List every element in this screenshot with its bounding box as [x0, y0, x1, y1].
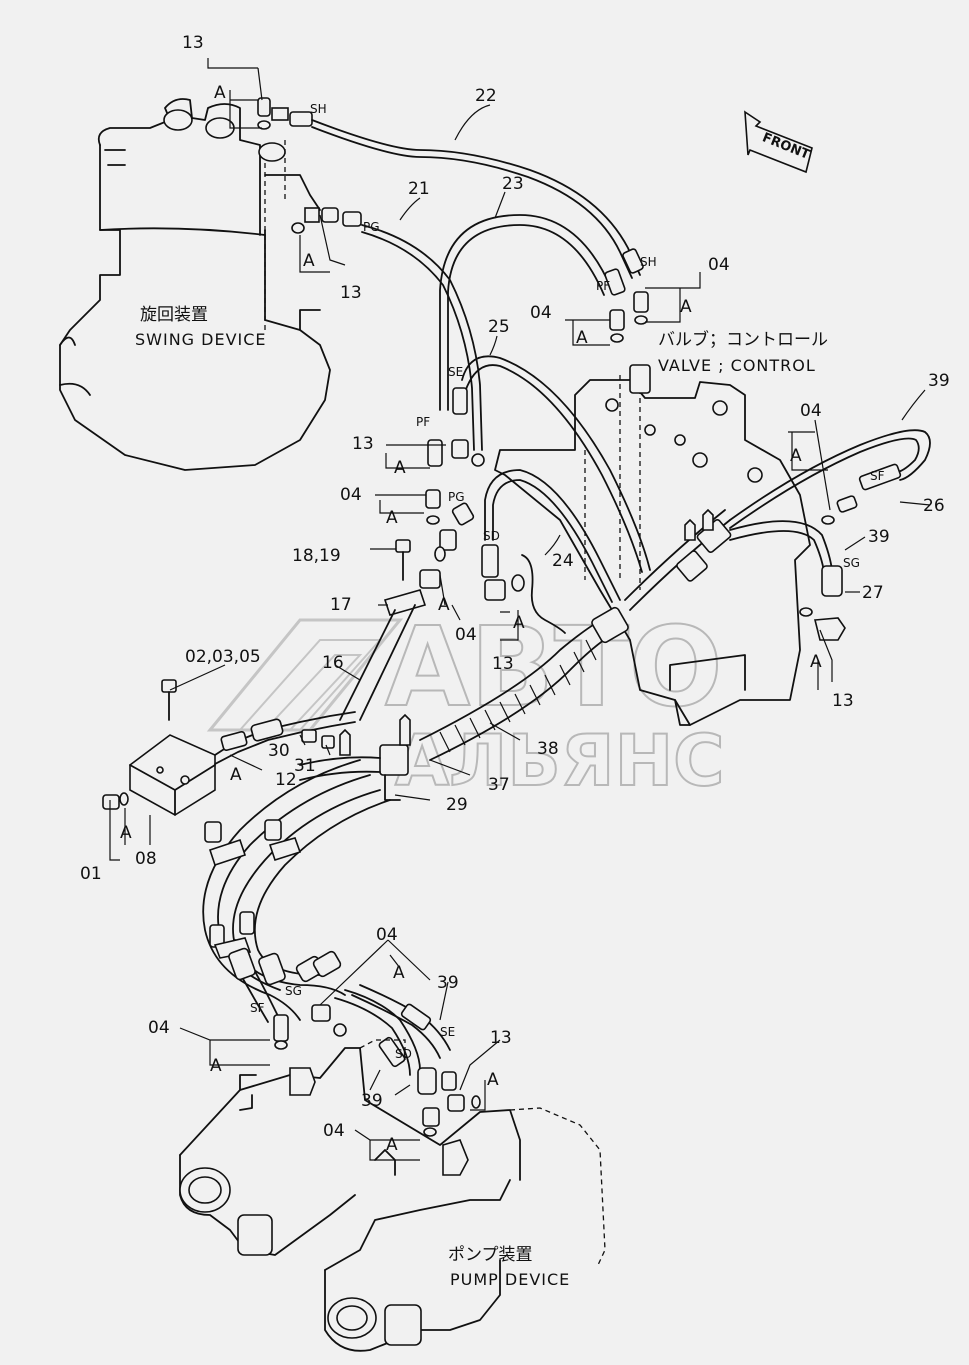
callout-24: 24 [552, 551, 574, 571]
pump-device: ポンプ装置 PUMP DEVICE [179, 1039, 606, 1352]
block-08 [102, 711, 356, 816]
port-pf-valve: PF [596, 279, 610, 293]
callout-08: 08 [135, 849, 157, 869]
watermark-line1: АВТО [385, 603, 723, 731]
callout-13-b: 13 [340, 283, 362, 303]
port-sg-right: SG [843, 556, 860, 570]
clamps-and-corrugated-hose [299, 508, 732, 801]
port-sd-lower: SD [395, 1047, 412, 1061]
leader-lines [109, 58, 931, 1161]
bracket-17 [161, 539, 441, 721]
control-valve: バルブ；コントロール VALVE ; CONTROL [494, 329, 828, 726]
callout-02-03-05: 02,03,05 [185, 647, 261, 667]
callout-39-d: 39 [361, 1091, 383, 1111]
mid-fittings: SE PF PG SD [416, 365, 566, 634]
callout-04-a: 04 [708, 255, 730, 275]
port-pf-mid: PF [416, 415, 430, 429]
pump-device-jp-label: ポンプ装置 [448, 1245, 533, 1265]
callout-01: 01 [80, 864, 102, 884]
callout-a-16: A [386, 1135, 398, 1155]
callout-labels: 13 A 22 21 23 A 13 04 A 04 A 25 39 04 A … [80, 33, 950, 1155]
callout-a-4: A [576, 328, 588, 348]
callout-23: 23 [502, 174, 524, 194]
callout-04-d: 04 [340, 485, 362, 505]
pump-fittings [273, 1004, 481, 1137]
callout-38: 38 [537, 739, 559, 759]
port-sh-swing: SH [310, 102, 327, 116]
callout-04-e: 04 [455, 625, 477, 645]
callout-04-h: 04 [323, 1121, 345, 1141]
callout-21: 21 [408, 179, 430, 199]
callout-25: 25 [488, 317, 510, 337]
valve-fittings: SH PF [596, 248, 657, 343]
callout-a-14: A [210, 1056, 222, 1076]
callout-30: 30 [268, 741, 290, 761]
callout-26: 26 [923, 496, 945, 516]
callout-a-2: A [303, 251, 315, 271]
callout-13-a: 13 [182, 33, 204, 53]
callout-04-g: 04 [148, 1018, 170, 1038]
callout-18-19: 18,19 [292, 546, 341, 566]
corrugations [439, 639, 597, 753]
watermark: АВТО АЛЬЯНС [206, 602, 726, 803]
callout-a-8: A [438, 595, 450, 615]
callout-39-b: 39 [868, 527, 890, 547]
valve-en-label: VALVE ; CONTROL [658, 356, 816, 375]
callout-16: 16 [322, 653, 344, 673]
callout-12: 12 [275, 770, 297, 790]
front-arrow: FRONT [744, 110, 813, 174]
callout-a-15: A [487, 1070, 499, 1090]
callout-a-13: A [393, 963, 405, 983]
callout-a-5: A [790, 446, 802, 466]
port-sg-lower: SG [285, 984, 302, 998]
port-sf-right: SF [870, 469, 885, 483]
hoses-upper [311, 119, 651, 603]
callout-04-c: 04 [800, 401, 822, 421]
callout-a-9: A [513, 613, 525, 633]
callout-37: 37 [488, 775, 510, 795]
callout-a-7: A [386, 508, 398, 528]
callout-04-f: 04 [376, 925, 398, 945]
callout-17: 17 [330, 595, 352, 615]
valve-jp-label: バルブ；コントロール [658, 329, 828, 350]
callout-04-b: 04 [530, 303, 552, 323]
callout-a-3: A [680, 297, 692, 317]
callout-27: 27 [862, 583, 884, 603]
port-sh-valve: SH [640, 255, 657, 269]
callout-39-c: 39 [437, 973, 459, 993]
port-sf-lower: SF [250, 1001, 265, 1015]
swing-device-en-label: SWING DEVICE [135, 330, 267, 349]
callout-22: 22 [475, 86, 497, 106]
port-se-mid: SE [448, 365, 463, 379]
swing-fittings: SH PG [257, 97, 380, 234]
watermark-logo [206, 618, 404, 732]
callout-39-a: 39 [928, 371, 950, 391]
lower-hose-bundle: SF SG SE SD [202, 759, 455, 1076]
swing-device-jp-label: 旋回装置 [140, 305, 208, 325]
callout-a-10: A [810, 652, 822, 672]
callout-31: 31 [294, 756, 316, 776]
port-se-lower: SE [440, 1025, 455, 1039]
callout-29: 29 [446, 795, 468, 815]
callout-a-11: A [230, 765, 242, 785]
callout-a-12: A [120, 823, 132, 843]
right-hose-group: SF SG [729, 429, 931, 641]
swing-device: 旋回装置 SWING DEVICE [59, 98, 331, 471]
port-pg-mid: PG [448, 490, 465, 504]
port-sd-mid: SD [483, 529, 500, 543]
callout-a-1: A [214, 83, 226, 103]
callout-13-e: 13 [832, 691, 854, 711]
callout-13-c: 13 [352, 434, 374, 454]
callout-a-6: A [394, 458, 406, 478]
watermark-line2: АЛЬЯНС [395, 720, 725, 802]
callout-13-f: 13 [490, 1028, 512, 1048]
pump-device-en-label: PUMP DEVICE [450, 1270, 570, 1289]
callout-13-d: 13 [492, 654, 514, 674]
